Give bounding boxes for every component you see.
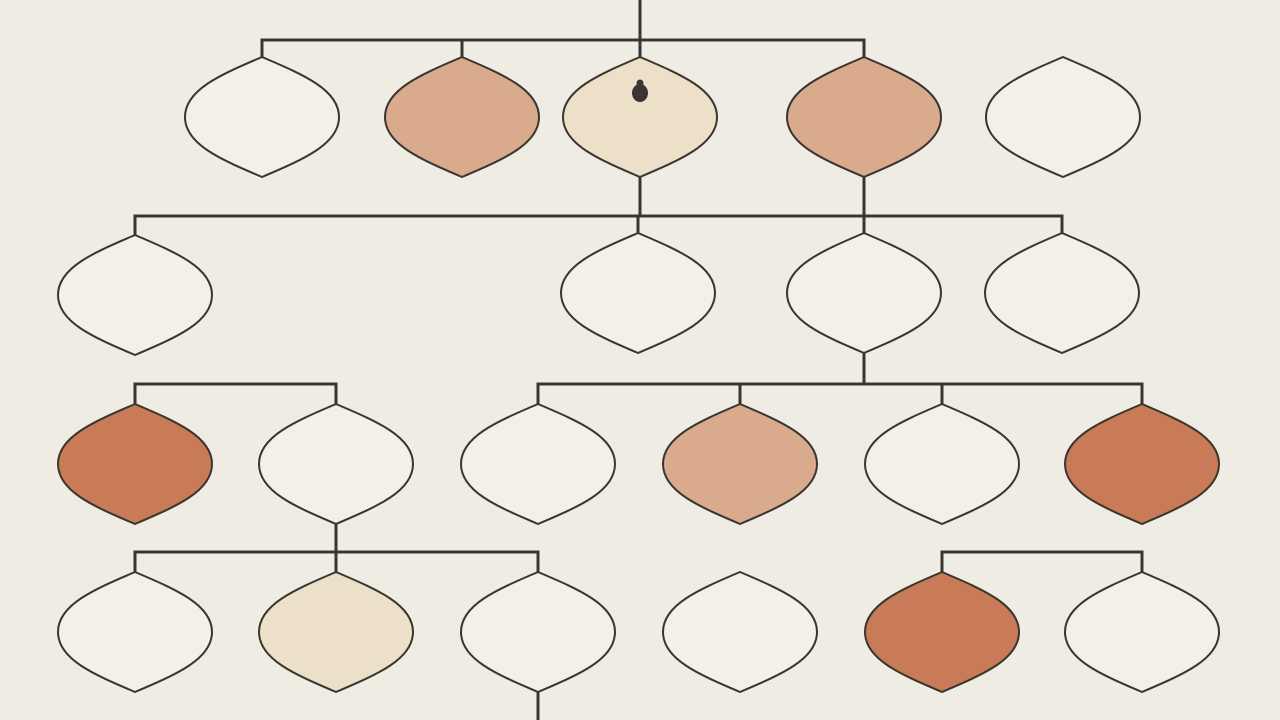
diagram-node	[257, 402, 415, 526]
node-shape	[1063, 570, 1221, 694]
node-shape	[257, 570, 415, 694]
node-shape	[984, 55, 1142, 179]
node-shape	[863, 402, 1021, 526]
diagram-node	[56, 402, 214, 526]
node-shape	[383, 55, 541, 179]
diagram-node	[785, 55, 943, 179]
node-shape	[459, 570, 617, 694]
node-shape	[1063, 402, 1221, 526]
node-shape	[56, 402, 214, 526]
node-shape	[785, 231, 943, 355]
diagram-node	[459, 402, 617, 526]
diagram-node	[459, 570, 617, 694]
diagram-node	[1063, 570, 1221, 694]
diagram-node	[661, 570, 819, 694]
beetle-icon	[632, 79, 648, 102]
diagram-node	[863, 570, 1021, 694]
diagram-node	[257, 570, 415, 694]
diagram-node	[183, 55, 341, 179]
node-shape	[559, 231, 717, 355]
node-shape	[863, 570, 1021, 694]
diagram-node	[559, 231, 717, 355]
diagram-node	[661, 402, 819, 526]
node-shape	[983, 231, 1141, 355]
connector-lines	[133, 0, 1144, 720]
node-shape	[56, 570, 214, 694]
node-shape	[56, 233, 214, 357]
diagram-nodes	[56, 55, 1221, 694]
diagram-node	[383, 55, 541, 179]
node-shape	[183, 55, 341, 179]
node-shape	[459, 402, 617, 526]
diagram-node	[863, 402, 1021, 526]
diagram-node	[561, 55, 719, 179]
diagram-node	[785, 231, 943, 355]
node-shape	[561, 55, 719, 179]
diagram-node	[1063, 402, 1221, 526]
node-shape	[257, 402, 415, 526]
diagram-node	[984, 55, 1142, 179]
node-shape	[785, 55, 943, 179]
node-shape	[661, 570, 819, 694]
node-shape	[661, 402, 819, 526]
diagram-node	[56, 570, 214, 694]
diagram-node	[56, 233, 214, 357]
diagram-node	[983, 231, 1141, 355]
